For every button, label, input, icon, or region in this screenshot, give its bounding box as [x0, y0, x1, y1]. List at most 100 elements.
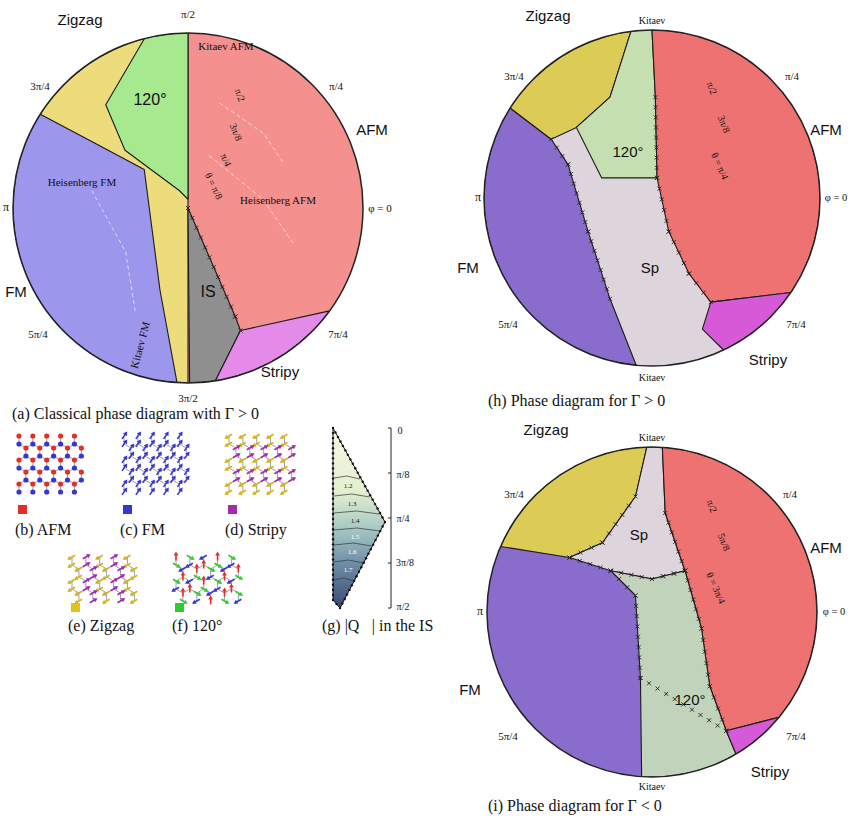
spin-arrowhead: [102, 568, 107, 572]
lattice-bond: [229, 436, 230, 444]
boundary-dot: [362, 562, 364, 564]
lattice-bond: [256, 460, 257, 468]
lattice-bond: [284, 468, 291, 472]
spin-arrowhead: [137, 463, 141, 468]
lattice-bond: [271, 444, 278, 448]
spin-dot: [44, 481, 49, 486]
spin-arrowhead: [266, 435, 271, 439]
lattice-bond: [257, 444, 264, 448]
boundary-dot: [332, 427, 334, 429]
boundary-dot: [332, 589, 334, 591]
angle-label: 3π/4: [30, 80, 50, 92]
panel-caption: (h) Phase diagram for Γ > 0: [488, 392, 665, 410]
boundary-dot: [371, 498, 373, 500]
120-region: [576, 30, 657, 178]
spin-arrowhead: [266, 459, 271, 463]
lattice-bond: [72, 581, 73, 589]
axis-tick: [388, 518, 391, 519]
spin-arrowhead: [137, 455, 141, 460]
lattice-bond: [138, 444, 145, 448]
spin-arrowhead: [278, 469, 283, 473]
angle-label: π: [475, 191, 481, 204]
spin-arrowhead: [234, 600, 239, 604]
lattice-bond: [138, 468, 145, 472]
spin-arrowhead: [93, 574, 98, 578]
lattice-bond: [235, 448, 236, 456]
spin-arrowhead: [102, 600, 107, 604]
spin-dot: [16, 433, 21, 438]
boundary-dot: [339, 607, 341, 609]
spin-arrowhead: [114, 562, 119, 566]
spin-dot: [37, 469, 42, 474]
disk-ground: [487, 447, 817, 777]
spin-arrowhead: [192, 600, 197, 604]
spin-dot: [58, 441, 63, 446]
boundary-dot: [332, 533, 334, 535]
boundary-dot: [374, 539, 376, 541]
spin-arrowhead: [151, 431, 155, 436]
stripy-region: [726, 717, 779, 754]
angle-label: 3π/8: [228, 122, 245, 143]
spin-arrowhead: [178, 431, 182, 436]
lattice-bond: [250, 480, 257, 484]
spin-arrowhead: [266, 483, 271, 487]
lattice-bond: [179, 468, 186, 472]
spin-arrowhead: [137, 439, 141, 444]
spin-arrowhead: [114, 586, 119, 590]
lattice-bond: [92, 593, 93, 601]
spin-arrowhead: [178, 463, 182, 468]
angle-label: π/2: [397, 601, 410, 612]
lattice-bond: [271, 468, 278, 472]
contour-line: [334, 476, 360, 479]
lattice-bond: [127, 565, 134, 569]
boundary-dot: [332, 467, 334, 469]
spin-arrowhead: [151, 479, 155, 484]
spin-arrowhead: [174, 552, 179, 556]
phase-disk: [13, 33, 363, 383]
spin-arrowhead: [102, 592, 107, 596]
spin-arrowhead: [185, 443, 189, 448]
disk-outline: [487, 447, 817, 777]
spin-arrowhead: [86, 578, 91, 582]
angle-label: π/4: [218, 152, 233, 168]
lattice-bond: [224, 577, 231, 581]
boundary-dot: [332, 568, 334, 570]
spin-arrowhead: [238, 459, 243, 463]
legend-text: (c) FM: [120, 521, 165, 539]
boundary-dot: [341, 602, 343, 604]
spin-arrowhead: [67, 556, 72, 560]
spin-dot: [65, 469, 70, 474]
phase-name: AFM: [356, 122, 388, 139]
lattice-bond: [152, 468, 159, 472]
angle-label: θ = 3π/4: [704, 571, 728, 606]
phase-name: Stripy: [261, 364, 299, 381]
spin-arrowhead: [171, 467, 175, 472]
boundary-dot: [332, 579, 334, 581]
spin-dot: [44, 441, 49, 446]
spin-arrowhead: [204, 588, 209, 592]
boundary-dot: [369, 494, 371, 496]
lattice-bond: [114, 565, 121, 569]
spin-arrowhead: [123, 556, 128, 560]
lattice-bond: [179, 444, 186, 448]
angle-label: π/4: [397, 513, 410, 524]
lattice-bond: [152, 444, 159, 448]
spin-arrowhead: [95, 556, 100, 560]
lattice-bond: [166, 468, 173, 472]
legend-text: (e) Zigzag: [68, 617, 134, 635]
angle-label: 3π/4: [504, 488, 524, 500]
legend-text: (b) AFM: [15, 521, 71, 539]
boundary-dot: [339, 440, 341, 442]
lattice-120: [171, 552, 243, 605]
lattice-bond: [92, 569, 93, 577]
boundary-dot: [332, 523, 334, 525]
spin-dot: [51, 453, 56, 458]
lattice-bond: [72, 589, 79, 593]
spin-dot: [72, 465, 77, 470]
phase-name: 120°: [133, 91, 166, 109]
boundary-markers: [568, 495, 688, 582]
boundary-dot: [332, 488, 334, 490]
contour-line: [334, 494, 370, 497]
lattice-bond: [257, 468, 264, 472]
lattice-bond: [229, 468, 236, 472]
